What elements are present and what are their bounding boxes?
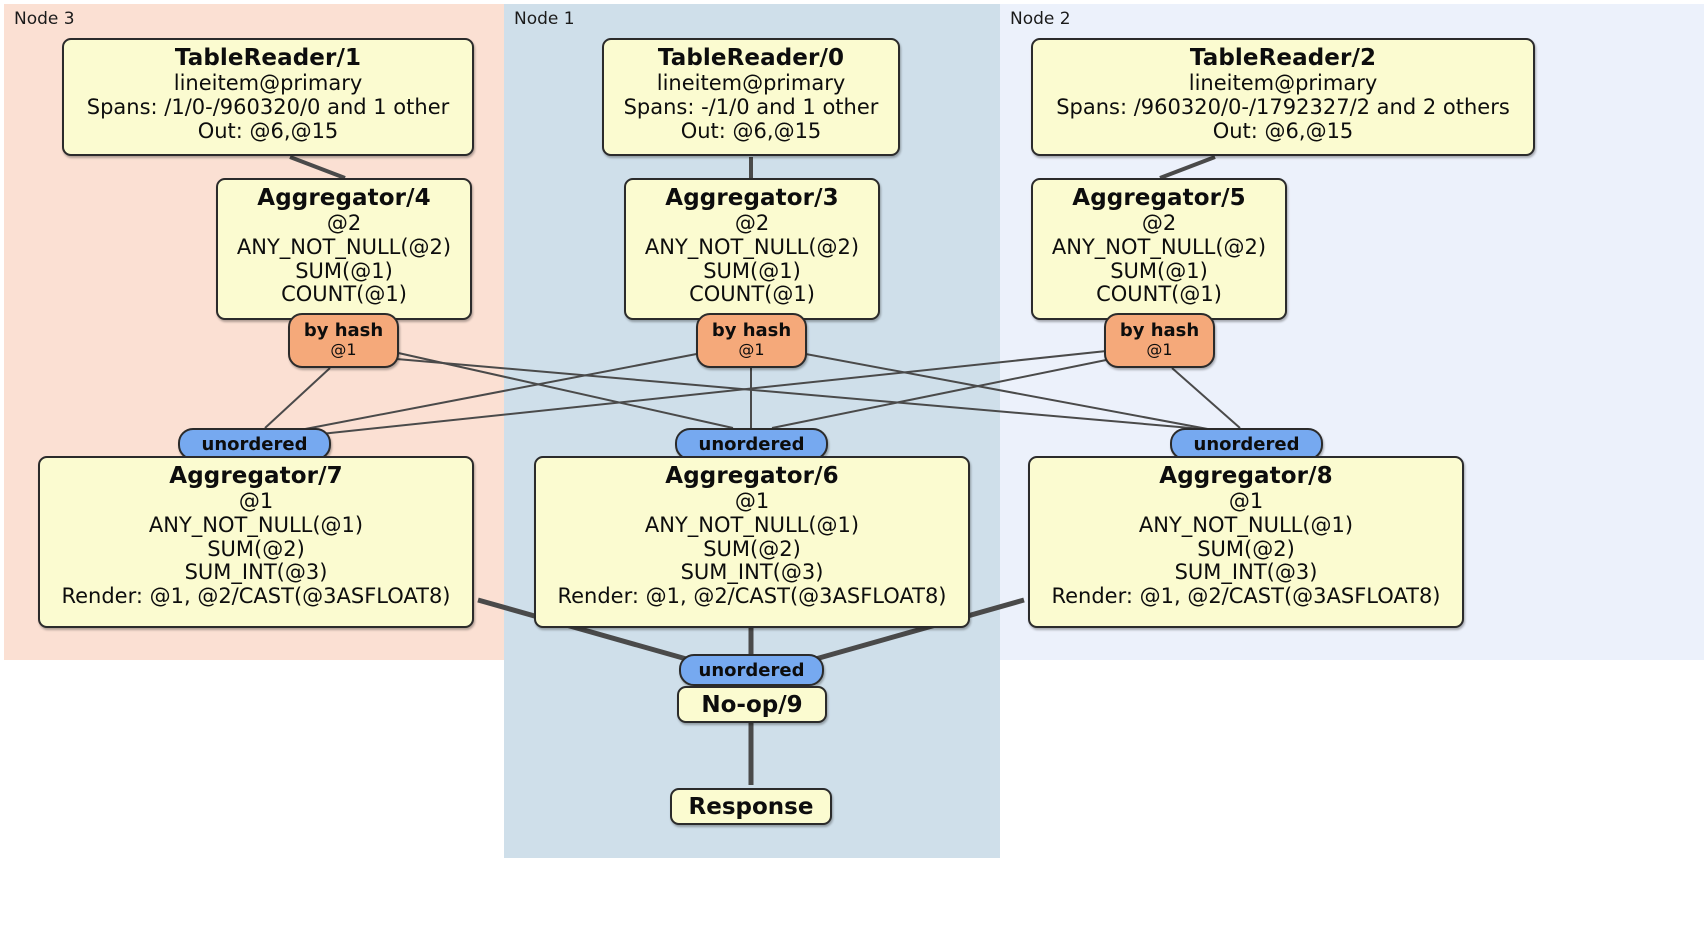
- processor-table-reader-2[interactable]: TableReader/2 lineitem@primary Spans: /9…: [1031, 38, 1535, 156]
- processor-aggregator-5[interactable]: Aggregator/5 @2 ANY_NOT_NULL(@2) SUM(@1)…: [1031, 178, 1287, 320]
- processor-title: Aggregator/4: [257, 185, 431, 211]
- panel-node-2-label: Node 2: [1010, 9, 1071, 29]
- processor-line: Spans: -/1/0 and 1 other: [623, 94, 879, 119]
- synchronizer-type: unordered: [201, 433, 308, 455]
- hash-router-type: by hash: [711, 320, 792, 342]
- processor-aggregator-8[interactable]: Aggregator/8 @1 ANY_NOT_NULL(@1) SUM(@2)…: [1028, 456, 1464, 628]
- processor-line: Spans: /960320/0-/1792327/2 and 2 others: [1056, 94, 1510, 119]
- synchronizer-mid[interactable]: unordered: [675, 428, 828, 460]
- processor-noop-9[interactable]: No-op/9: [677, 686, 827, 723]
- processor-title: No-op/9: [701, 691, 803, 718]
- processor-line: COUNT(@1): [1096, 282, 1222, 307]
- processor-line: lineitem@primary: [1188, 70, 1378, 95]
- synchronizer-final[interactable]: unordered: [679, 654, 824, 686]
- edge-tr1-agg4: [289, 155, 346, 180]
- processor-aggregator-3[interactable]: Aggregator/3 @2 ANY_NOT_NULL(@2) SUM(@1)…: [624, 178, 880, 320]
- processor-aggregator-6[interactable]: Aggregator/6 @1 ANY_NOT_NULL(@1) SUM(@2)…: [534, 456, 970, 628]
- edge-hashmid-syncright: [794, 351, 1214, 431]
- processor-aggregator-7[interactable]: Aggregator/7 @1 ANY_NOT_NULL(@1) SUM(@2)…: [38, 456, 474, 628]
- processor-line: @1: [734, 488, 770, 513]
- synchronizer-type: unordered: [1193, 433, 1300, 455]
- processor-line: Render: @1, @2/CAST(@3ASFLOAT8): [1051, 584, 1441, 609]
- processor-title: Aggregator/7: [169, 463, 343, 489]
- edge-hashleft-syncright: [384, 357, 1215, 431]
- processor-table-reader-0[interactable]: TableReader/0 lineitem@primary Spans: -/…: [602, 38, 900, 156]
- processor-table-reader-1[interactable]: TableReader/1 lineitem@primary Spans: /1…: [62, 38, 474, 156]
- processor-line: SUM_INT(@3): [184, 560, 328, 585]
- panel-node-3-label: Node 3: [14, 9, 75, 29]
- hash-router-column: @1: [738, 340, 765, 360]
- processor-line: SUM(@2): [207, 536, 305, 561]
- processor-line: SUM(@1): [703, 258, 801, 283]
- processor-line: @1: [1228, 488, 1264, 513]
- hash-router-left[interactable]: by hash @1: [288, 313, 399, 368]
- processor-line: @2: [734, 210, 770, 235]
- processor-line: COUNT(@1): [689, 282, 815, 307]
- processor-line: @1: [238, 488, 274, 513]
- processor-line: Out: @6,@15: [680, 118, 822, 143]
- processor-title: Aggregator/8: [1159, 463, 1333, 489]
- processor-line: lineitem@primary: [656, 70, 846, 95]
- edge-agg8-syncfinal: [811, 597, 1025, 663]
- processor-line: @2: [1141, 210, 1177, 235]
- hash-router-column: @1: [1146, 340, 1173, 360]
- edge-hashleft-syncleft: [264, 367, 331, 429]
- processor-line: COUNT(@1): [281, 282, 407, 307]
- processor-line: SUM(@1): [295, 258, 393, 283]
- synchronizer-type: unordered: [698, 433, 805, 455]
- processor-line: ANY_NOT_NULL(@2): [1051, 234, 1267, 259]
- processor-aggregator-4[interactable]: Aggregator/4 @2 ANY_NOT_NULL(@2) SUM(@1)…: [216, 178, 472, 320]
- processor-line: ANY_NOT_NULL(@1): [644, 512, 860, 537]
- hash-router-type: by hash: [1119, 320, 1200, 342]
- panel-node-1-label: Node 1: [514, 9, 575, 29]
- processor-line: ANY_NOT_NULL(@2): [644, 234, 860, 259]
- processor-line: SUM(@1): [1110, 258, 1208, 283]
- hash-router-type: by hash: [303, 320, 384, 342]
- processor-line: ANY_NOT_NULL(@1): [148, 512, 364, 537]
- processor-title: TableReader/0: [657, 45, 845, 71]
- edge-hashright-syncleft: [301, 349, 1117, 437]
- processor-line: Render: @1, @2/CAST(@3ASFLOAT8): [61, 584, 451, 609]
- processor-title: Aggregator/5: [1072, 185, 1246, 211]
- processor-title: Aggregator/6: [665, 463, 839, 489]
- edge-hashright-syncmid: [771, 357, 1117, 429]
- processor-title: TableReader/2: [1189, 45, 1377, 71]
- processor-line: SUM_INT(@3): [680, 560, 824, 585]
- processor-line: SUM_INT(@3): [1174, 560, 1318, 585]
- edge-tr2-agg5: [1159, 155, 1216, 180]
- processor-line: ANY_NOT_NULL(@1): [1138, 512, 1354, 537]
- edge-agg7-syncfinal: [477, 597, 691, 663]
- processor-line: SUM(@2): [703, 536, 801, 561]
- processor-title: TableReader/1: [174, 45, 362, 71]
- processor-title: Aggregator/3: [665, 185, 839, 211]
- processor-line: Out: @6,@15: [1212, 118, 1354, 143]
- processor-line: ANY_NOT_NULL(@2): [236, 234, 452, 259]
- hash-router-right[interactable]: by hash @1: [1104, 313, 1215, 368]
- synchronizer-left[interactable]: unordered: [178, 428, 331, 460]
- synchronizer-type: unordered: [698, 659, 805, 681]
- processor-line: Render: @1, @2/CAST(@3ASFLOAT8): [557, 584, 947, 609]
- edge-hashmid-syncleft: [299, 351, 708, 431]
- processor-line: @2: [326, 210, 362, 235]
- processor-line: Spans: /1/0-/960320/0 and 1 other: [86, 94, 450, 119]
- processor-line: lineitem@primary: [173, 70, 363, 95]
- processor-line: SUM(@2): [1197, 536, 1295, 561]
- processor-response[interactable]: Response: [670, 788, 832, 825]
- edge-hashright-syncright: [1171, 367, 1241, 429]
- hash-router-column: @1: [330, 340, 357, 360]
- processor-title: Response: [688, 793, 814, 820]
- hash-router-mid[interactable]: by hash @1: [696, 313, 807, 368]
- processor-line: Out: @6,@15: [197, 118, 339, 143]
